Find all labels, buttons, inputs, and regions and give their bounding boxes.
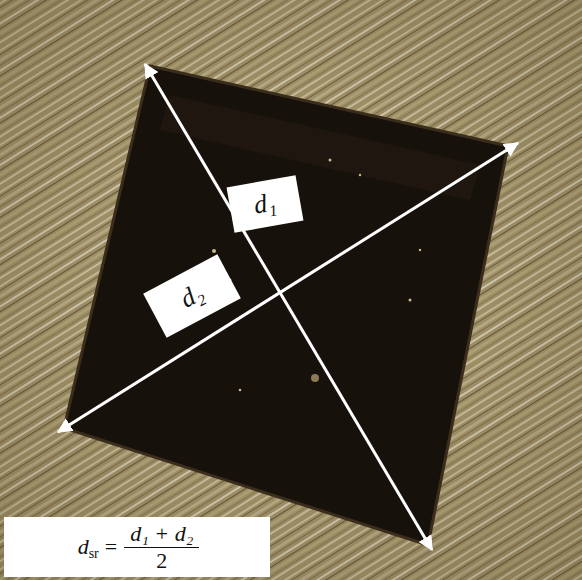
label-text: d₁ + d₂: [127, 522, 196, 546]
label-text: d₁: [252, 187, 279, 220]
box-content: d₂: [175, 278, 209, 315]
label-text: 2: [124, 547, 199, 572]
diagonal-arrow: [145, 64, 432, 550]
fraction: d₁ + d₂2: [127, 522, 196, 571]
formula-box: dsr = d₁ + d₂2: [4, 517, 270, 577]
indentation-sheen: [160, 95, 480, 200]
diagonal-arrow: [58, 143, 518, 432]
label-text: d: [78, 534, 89, 560]
label-text: d₂: [175, 278, 209, 315]
label-text: sr: [89, 546, 99, 562]
box-content: dsr = d₁ + d₂2: [78, 522, 197, 571]
box-content: d₁: [252, 187, 279, 220]
label-text: =: [105, 534, 117, 560]
